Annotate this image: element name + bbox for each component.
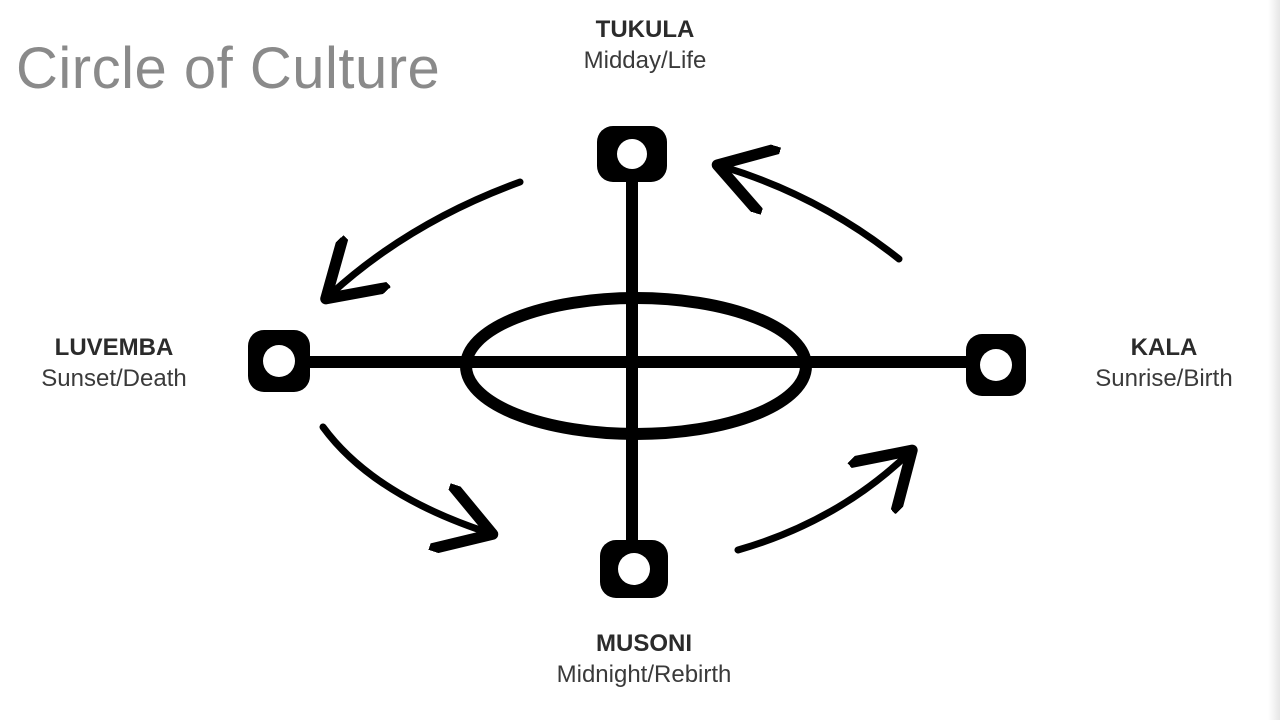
arrow-left-to-bottom xyxy=(319,423,486,532)
node-name: KALA xyxy=(1130,334,1198,361)
node-name: TUKULA xyxy=(595,16,695,43)
arrow-right-to-top xyxy=(724,167,903,263)
slide-right-edge-shadow xyxy=(1268,0,1280,720)
node-meaning: Sunrise/Birth xyxy=(1095,364,1233,392)
node-meaning: Midnight/Rebirth xyxy=(556,660,732,688)
label-musoni: MUSONI Midnight/Rebirth xyxy=(514,630,774,690)
label-tukula: TUKULA Midday/Life xyxy=(560,16,730,76)
node-right xyxy=(966,334,1026,396)
node-name: LUVEMBA xyxy=(54,334,174,361)
node-name: MUSONI xyxy=(596,630,692,657)
slide-title: Circle of Culture xyxy=(16,36,441,101)
arrow-bottom-to-right xyxy=(734,455,907,554)
node-meaning: Midday/Life xyxy=(583,46,707,74)
label-kala: KALA Sunrise/Birth xyxy=(1066,334,1262,394)
node-left xyxy=(248,330,310,392)
node-meaning: Sunset/Death xyxy=(41,364,187,392)
arrow-top-to-left xyxy=(331,178,524,294)
node-top xyxy=(597,126,667,182)
node-bottom xyxy=(600,540,668,598)
label-luvemba: LUVEMBA Sunset/Death xyxy=(12,334,216,394)
